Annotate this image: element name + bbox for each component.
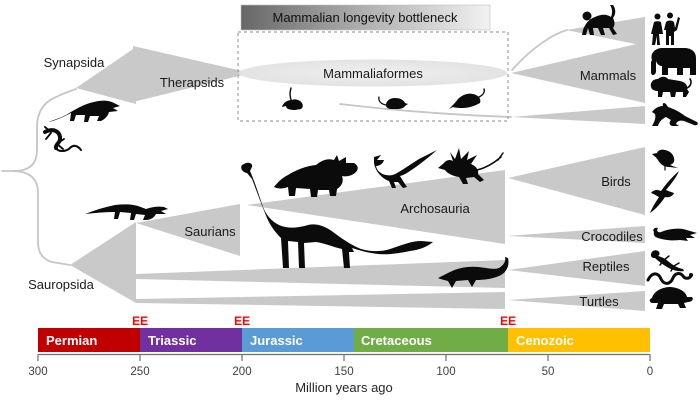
elephant-icon <box>651 48 696 75</box>
lizard-legs <box>659 255 680 272</box>
saurians-wedge <box>136 204 240 256</box>
turtle-icon <box>649 287 693 309</box>
mouse-icon <box>386 98 408 109</box>
bottleneck-header-box <box>240 4 491 31</box>
figure-title: Mammalian longevity bottleneck <box>273 10 458 25</box>
mammaliaformes-ellipse <box>239 59 507 87</box>
ee-marker-permian-triassic: EE <box>132 314 148 328</box>
lion-tail <box>686 78 692 89</box>
axis-line <box>37 353 651 361</box>
bottleneck-dashed-box <box>237 31 509 122</box>
period-band-permian <box>38 328 140 352</box>
sauropod-icon <box>241 162 433 268</box>
early-archosaur-icon <box>85 204 168 220</box>
perched-bird-icon <box>652 149 678 168</box>
theropod-icon <box>374 150 437 188</box>
birds-wedge <box>508 147 645 215</box>
period-label-jurassic: Jurassic <box>250 333 303 348</box>
period-band-triassic <box>140 328 242 352</box>
tree-root-upper-branch <box>1 88 77 172</box>
shrew-icon <box>282 99 303 110</box>
period-label-permian: Permian <box>46 333 97 348</box>
snake-head <box>689 273 693 277</box>
reptiles-wedge-right <box>508 251 645 286</box>
period-label-triassic: Triassic <box>148 333 196 348</box>
shrew-tail <box>289 87 293 103</box>
salamander-tail <box>55 144 82 152</box>
synapsida-wedge <box>76 47 136 104</box>
monkey-head <box>582 11 592 21</box>
soaring-eagle-icon <box>650 171 679 213</box>
curled-shrew-icon <box>449 93 481 109</box>
monkey-icon <box>582 5 617 35</box>
archosauria-wedge <box>247 170 505 244</box>
axis-tick-100: 100 <box>436 366 455 378</box>
winged-reptile-icon <box>438 148 484 184</box>
humans-icon <box>651 12 680 45</box>
axis-tick-250: 250 <box>130 366 149 378</box>
label-mammaliaformes: Mammaliaformes <box>323 66 423 81</box>
therapsids-wedge <box>133 46 251 102</box>
period-label-cretaceous: Cretaceous <box>361 333 432 348</box>
monkey-humans-wedge <box>566 17 645 46</box>
ee-marker-triassic-jurassic: EE <box>234 314 250 328</box>
time-axis: 300 250 200 150 100 50 0 Million years a… <box>28 353 653 395</box>
kangaroo-icon <box>652 102 698 126</box>
axis-tick-200: 200 <box>232 366 251 378</box>
gorgonopsid-icon <box>48 100 120 122</box>
salamander-icon <box>43 128 63 150</box>
curled-shrew-tail <box>478 88 485 98</box>
mouse-tail <box>378 96 387 106</box>
mammals-wedge <box>511 42 645 103</box>
triceratops-icon <box>274 155 358 197</box>
label-archosauria: Archosauria <box>400 201 470 216</box>
period-band-jurassic <box>242 328 353 352</box>
axis-title: Million years ago <box>295 380 393 395</box>
label-mammals: Mammals <box>580 68 637 83</box>
label-synapsida: Synapsida <box>44 55 105 70</box>
turtles-band-left <box>136 292 505 309</box>
marsupials-wedge <box>511 106 645 124</box>
geologic-timeline: Permian Triassic Jurassic Cretaceous Cen… <box>38 328 650 352</box>
period-label-cenozoic: Cenozoic <box>516 333 574 348</box>
crocodiles-wedge <box>507 226 645 243</box>
snake-icon <box>646 272 693 285</box>
label-turtles: Turtles <box>579 294 619 309</box>
lizard-icon <box>651 250 684 272</box>
axis-tick-300: 300 <box>28 366 47 378</box>
ee-marker-cretaceous-cenozoic: EE <box>500 314 516 328</box>
label-birds: Birds <box>601 174 631 189</box>
label-reptiles: Reptiles <box>583 259 630 274</box>
axis-tick-50: 50 <box>542 366 555 378</box>
label-sauropsida: Sauropsida <box>28 277 95 292</box>
reptiles-band-left <box>136 260 505 288</box>
turtles-wedge-right <box>508 291 645 311</box>
marsupial-branch-line <box>339 103 512 118</box>
monkey-branch-line <box>511 29 568 71</box>
axis-tick-150: 150 <box>334 366 353 378</box>
axis-tick-0: 0 <box>647 366 653 378</box>
tree-root-lower-branch <box>13 170 71 266</box>
marine-crocodile-icon <box>438 257 509 288</box>
crocodile-icon <box>653 227 697 241</box>
lion-icon <box>650 76 689 97</box>
salamander-legs <box>44 126 65 150</box>
sauropsida-wedge <box>70 222 136 303</box>
period-band-cenozoic <box>508 328 650 352</box>
winged-reptile-tail <box>476 152 504 171</box>
label-crocodiles: Crocodiles <box>581 229 643 244</box>
label-saurians: Saurians <box>184 224 236 239</box>
label-therapsids: Therapsids <box>160 75 225 90</box>
period-band-cretaceous <box>353 328 508 352</box>
